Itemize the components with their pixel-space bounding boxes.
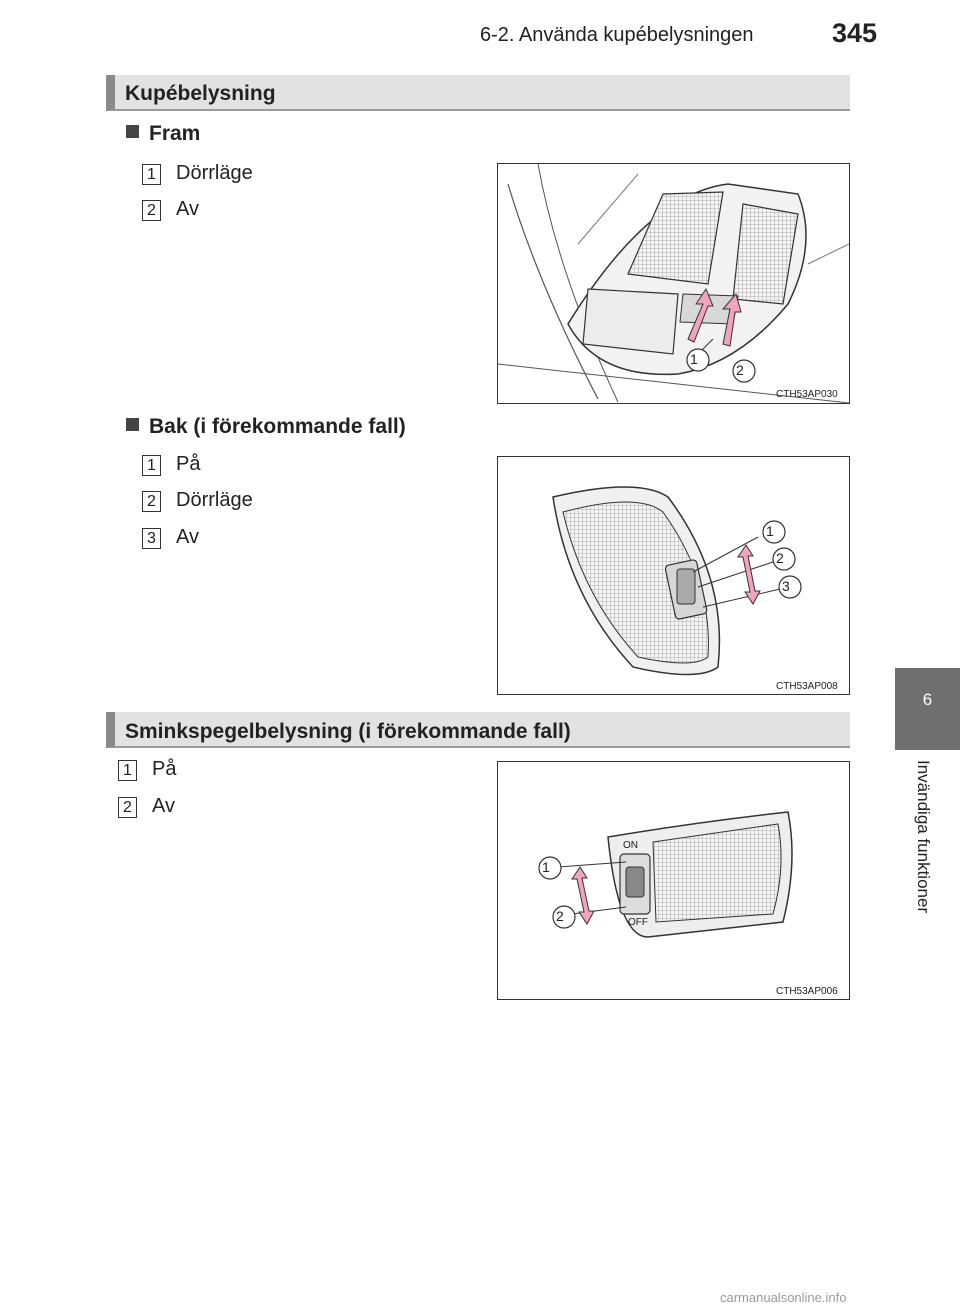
callout-1: 1 [766, 523, 774, 539]
section-title: Sminkspegelbelysning (i förekommande fal… [125, 720, 571, 743]
callout-1: 1 [542, 859, 550, 875]
item-number: 2 [118, 797, 137, 818]
rear-lamp-illustration [552, 486, 802, 676]
page-number: 345 [832, 18, 878, 48]
figure-code: CTH53AP006 [776, 986, 838, 997]
figure-front-lamp: 1 2 CTH53AP030 [497, 163, 850, 404]
section-title: Kupébelysning [125, 82, 276, 105]
callout-1: 1 [690, 351, 698, 367]
item-number: 1 [142, 455, 161, 476]
subheading-front: Fram [126, 122, 200, 146]
on-label: ON [623, 840, 638, 851]
callout-2: 2 [776, 550, 784, 566]
callout-2: 2 [736, 362, 744, 378]
chapter-tab [895, 668, 960, 750]
item-text: Av [176, 526, 199, 548]
item-text: Dörrläge [176, 162, 253, 184]
item-text: Av [152, 795, 175, 817]
running-header: 6-2. Använda kupébelysningen [480, 24, 754, 46]
section-bar [106, 75, 850, 111]
subheading-rear: Bak (i förekommande fall) [126, 415, 406, 439]
square-bullet-icon [126, 125, 139, 138]
item-number: 1 [142, 164, 161, 185]
figure-vanity-lamp: ON OFF 1 2 CTH53AP006 [497, 761, 850, 1000]
item-number: 3 [142, 528, 161, 549]
footer-watermark[interactable]: carmanualsonline.info [720, 1290, 847, 1305]
chapter-number: 6 [922, 690, 933, 709]
item-text: Dörrläge [176, 489, 253, 511]
off-label: OFF [628, 917, 648, 928]
section-bar [106, 712, 850, 748]
item-number: 2 [142, 200, 161, 221]
item-number: 1 [118, 760, 137, 781]
item-text: På [176, 453, 201, 475]
callout-2: 2 [556, 908, 564, 924]
vanity-lamp-illustration [538, 811, 793, 938]
chapter-title: Invändiga funktioner [914, 760, 933, 914]
callout-3: 3 [782, 578, 790, 594]
item-number: 2 [142, 491, 161, 512]
item-text: Av [176, 198, 199, 220]
figure-code: CTH53AP030 [776, 389, 838, 400]
figure-code: CTH53AP008 [776, 681, 838, 692]
figure-rear-lamp: 1 2 3 CTH53AP008 [497, 456, 850, 695]
front-lamp-illustration [498, 164, 849, 403]
item-text: På [152, 758, 177, 780]
square-bullet-icon [126, 418, 139, 431]
